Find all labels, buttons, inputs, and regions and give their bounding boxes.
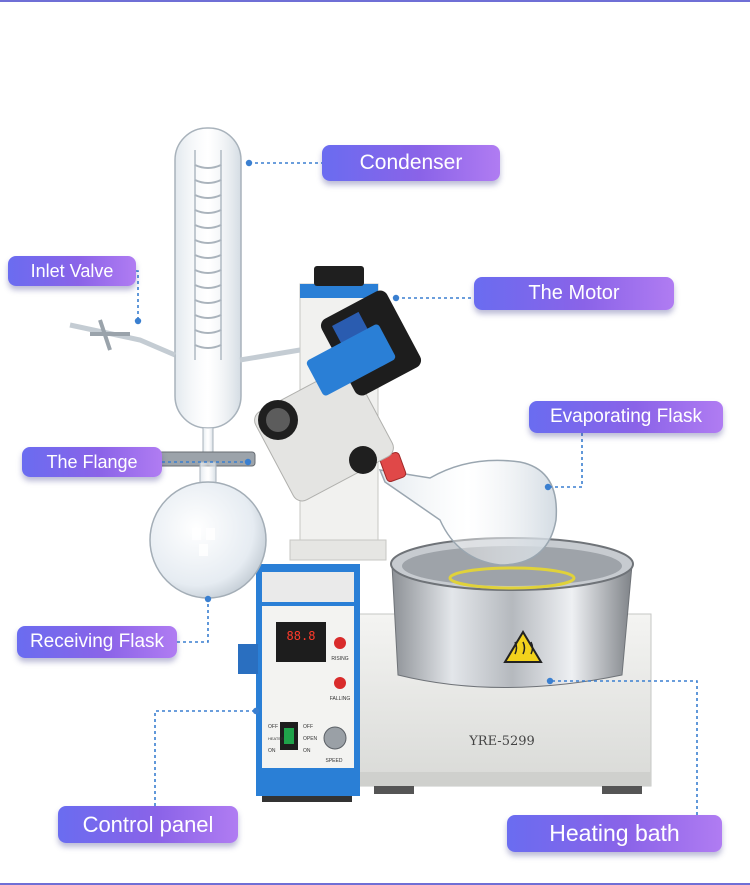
label-control-panel: Control panel bbox=[58, 806, 238, 843]
speed-knob[interactable] bbox=[323, 726, 347, 750]
motor-assembly bbox=[254, 290, 422, 502]
top-border bbox=[0, 0, 750, 2]
rising-button[interactable] bbox=[334, 637, 346, 649]
switch-open-label: OPEN bbox=[303, 736, 318, 742]
switch-off-label: OFF bbox=[268, 724, 278, 730]
label-flange: The Flange bbox=[22, 447, 162, 477]
speed-label: SPEED bbox=[326, 758, 343, 764]
switch-on-label-2: ON bbox=[303, 748, 311, 754]
model-plate-text: YRE-5299 bbox=[468, 734, 535, 749]
leader-inlet-valve bbox=[136, 270, 139, 321]
switch-on-label: ON bbox=[268, 748, 276, 754]
label-heating-bath: Heating bath bbox=[507, 815, 722, 852]
leader-control-panel bbox=[154, 710, 256, 806]
rising-label: RISING bbox=[331, 656, 348, 662]
control-panel-body: 88.8 RISING FALLING OFF HEATER ON OFF OP… bbox=[238, 564, 360, 802]
label-inlet-valve: Inlet Valve bbox=[8, 256, 136, 286]
leader-receiving-flask bbox=[177, 599, 209, 643]
leader-heating-bath bbox=[550, 680, 698, 815]
bottom-border bbox=[0, 883, 750, 885]
switch-heater-label: HEATER bbox=[268, 736, 284, 741]
evaporating-flask bbox=[378, 451, 558, 566]
leader-dots bbox=[134, 159, 554, 715]
switch-off-label-2: OFF bbox=[303, 724, 313, 730]
heating-bath-pot bbox=[390, 537, 634, 688]
label-condenser: Condenser bbox=[322, 145, 500, 181]
label-receiving-flask: Receiving Flask bbox=[17, 626, 177, 658]
label-motor: The Motor bbox=[474, 277, 674, 310]
falling-label: FALLING bbox=[330, 696, 351, 702]
controller-display: 88.8 bbox=[287, 629, 316, 643]
falling-button[interactable] bbox=[334, 677, 346, 689]
condenser bbox=[69, 127, 301, 453]
label-evaporating-flask: Evaporating Flask bbox=[529, 401, 723, 433]
receiving-flask bbox=[149, 461, 267, 599]
leader-lines bbox=[136, 162, 698, 815]
leader-evaporating-flask bbox=[548, 433, 583, 488]
